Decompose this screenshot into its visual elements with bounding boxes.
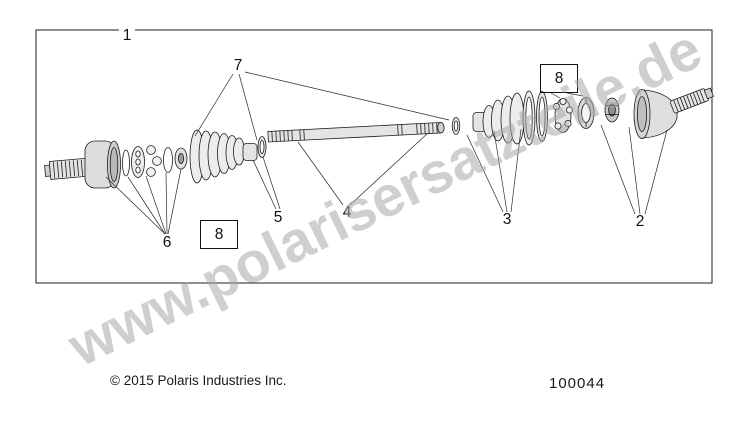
callout-7: 7 (233, 57, 243, 74)
callout-8-kit-box-bottom: 8 (200, 220, 238, 249)
boot-retaining-rings (522, 90, 548, 146)
bearing-cage-set (553, 97, 595, 133)
callout-4: 4 (342, 204, 352, 221)
axle-shaft (267, 122, 445, 143)
inner-cv-housing (84, 140, 121, 189)
callout-2: 2 (635, 213, 645, 230)
callout-6: 6 (162, 234, 172, 251)
inner-joint-stub-shaft (44, 157, 88, 180)
boot-clamp-left (257, 136, 267, 158)
diagram-border (35, 29, 713, 284)
callout-5: 5 (273, 209, 283, 226)
callout-1: 1 (119, 27, 135, 44)
cv-boot-right (472, 92, 525, 145)
cv-boot-left (189, 129, 258, 184)
callout-8-kit-box-top: 8 (540, 64, 578, 93)
boot-clamp-right-small (451, 117, 461, 135)
leader-lines (105, 71, 668, 235)
spindle-nut (604, 97, 620, 123)
callout-3: 3 (502, 211, 512, 228)
copyright-text: © 2015 Polaris Industries Inc. (110, 373, 287, 388)
outer-cv-joint (633, 87, 715, 139)
joint-internals (122, 145, 188, 178)
diagram-part-number: 100044 (549, 375, 606, 392)
